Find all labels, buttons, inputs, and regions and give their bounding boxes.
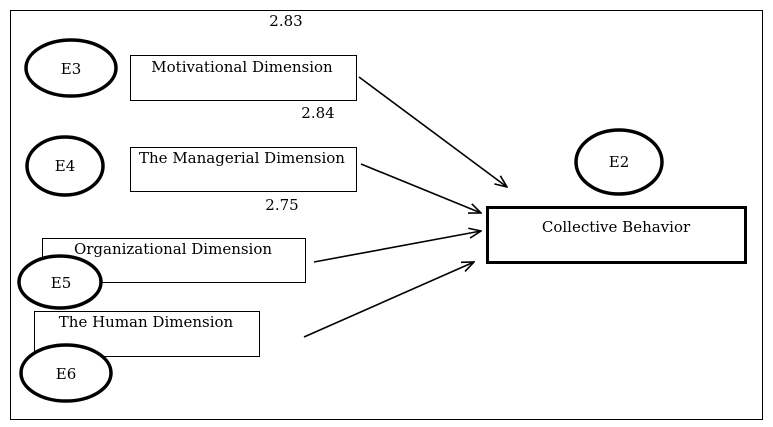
error-label-e5: E5: [51, 274, 72, 292]
error-label-e6: E6: [56, 365, 77, 383]
error-label-e4: E4: [55, 157, 76, 175]
arrow-organizational-to-collective: [313, 231, 481, 263]
coefficient-label-1: 2.83: [269, 12, 302, 30]
error-ellipse-e2: [574, 128, 664, 196]
error-ellipse-e5: [17, 254, 103, 310]
managerial-dimension-label: The Managerial Dimension: [139, 149, 345, 167]
error-label-e3: E3: [61, 60, 82, 78]
coefficient-label-2: 2.84: [301, 104, 334, 122]
human-dimension-label: The Human Dimension: [59, 313, 234, 331]
error-ellipse-e3: [24, 38, 118, 98]
error-ellipse-e4: [25, 135, 105, 197]
arrow-motivational-to-collective: [358, 76, 507, 187]
collective-behavior-box: [486, 206, 747, 264]
organizational-dimension-box: [42, 238, 306, 283]
collective-behavior-label: Collective Behavior: [542, 218, 691, 236]
arrow-managerial-to-collective: [360, 163, 481, 213]
coefficient-label-3: 2.75: [265, 196, 298, 214]
error-ellipse-e6: [19, 343, 113, 403]
error-label-e2: E2: [609, 153, 630, 171]
arrow-human-to-collective: [303, 262, 474, 338]
motivational-dimension-label: Motivational Dimension: [151, 58, 333, 76]
managerial-dimension-box: [130, 147, 357, 192]
diagram-frame: [10, 10, 763, 420]
organizational-dimension-label: Organizational Dimension: [74, 240, 272, 258]
motivational-dimension-box: [130, 55, 357, 101]
